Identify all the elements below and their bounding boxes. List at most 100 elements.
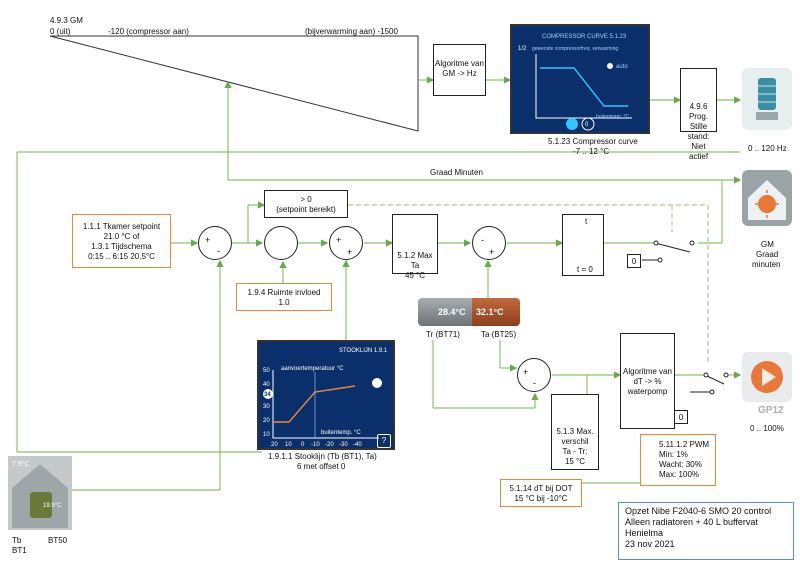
compressor-screen-axis: buitentemp. °C [596,114,630,120]
sum2-plus2: + [347,247,353,257]
prog-line3: Niet actief [688,142,709,161]
sum1-plus: + [205,235,211,245]
info-line3: Henielma [625,528,664,538]
house-sensor: 7.9°C 19.9°C [8,456,72,530]
gp12-label: GP12 [758,405,784,416]
stooklijn-ytick-20: 20 [263,418,270,424]
stooklijn-caption-1: 1.9.1.1 Stooklijn (Tb (BT1), Ta) [268,452,377,461]
gm-compressor-label: -120 (compressor aan) [108,27,189,36]
multiplier-junction [264,226,298,260]
stooklijn-xtick-m20: -20 [325,442,334,448]
ruimte-invloed-box: 1.9.4 Ruimte invloed 1.0 [236,283,332,311]
info-line2: Alleen radiatoren + 40 L buffervat [625,517,758,527]
algoritme-dt-line3: waterpomp [627,387,668,396]
algoritme-dt-line2: dT -> % [633,377,662,386]
compressor-screen-auto: auto [616,64,628,70]
ta-value: 32.1°C [476,307,504,317]
gm-tile [742,170,792,226]
compressor-curve-screen: COMPRESSOR CURVE 5.1.23 1/2 gewenste com… [510,24,650,134]
prog-line1: 4.9.6 Prog. [688,102,709,121]
max-verschil-line3: Ta - Tr: [562,447,588,456]
stooklijn-screen-title: STOOKLIJN 1.9.1 [339,348,388,354]
house-sun-icon [748,180,786,220]
setpoint-line1: 1.1.1 Tkamer setpoint [82,222,161,231]
compressor-caption-2: -7 .. 12 °C [573,147,610,156]
zero-box-2: 0 [674,410,688,424]
hz-range: 0 .. 120 Hz [748,144,787,153]
help-icon[interactable]: ? [377,434,391,448]
stooklijn-xtick-m40: -40 [353,442,362,448]
sum4-minus: - [533,378,536,388]
gm-tile-label2: Graad [756,250,779,259]
info-line1: Opzet Nibe F2040-6 SMO 20 control [625,506,772,516]
house-icon [8,456,72,530]
gp12-range: 0 .. 100% [750,424,784,433]
max-ta-line2: 45 °C [404,271,426,280]
ta-label: Ta (BT25) [481,330,517,339]
prog-line2: Stille stand: [687,122,710,141]
dt-dot-line2: 15 °C bij -10°C [514,494,568,503]
stooklijn-caption-2: 6 met offset 0 [297,462,346,471]
sum-junction-2: + + [329,226,363,260]
pwm-line2: Min: 1% [659,450,688,459]
compressor-screen-title: COMPRESSOR CURVE 5.1.23 [542,34,627,40]
pwm-box: 5.11.1.2 PWM Min: 1% Wacht: 30% Max: 100… [640,434,716,486]
pwm-line4: Max: 100% [659,470,700,479]
ruimte-line1: 1.9.4 Ruimte invloed [247,288,321,297]
stooklijn-marker: 34 [264,392,271,398]
algoritme-gm-box: Algoritme van GM -> Hz [433,44,486,96]
stooklijn-ytick-50: 50 [263,368,270,374]
compressor-tile [742,68,792,130]
setpoint-reached-line1: > 0 [300,195,312,204]
stooklijn-ytick-40: 40 [263,382,270,388]
integrator-box: t t = 0 [562,214,604,276]
stooklijn-xtick-m10: -10 [311,442,320,448]
stooklijn-xtick-20: 20 [271,442,278,448]
prog-box: 4.9.6 Prog. Stille stand: Niet actief [680,68,717,161]
sum-junction-4: + - [517,358,551,392]
dt-dot-box: 5.1.14 dT bij DOT 15 °C bij -10°C [500,479,582,507]
max-verschil-line1: 5.1.3 Max. [556,427,594,436]
graad-minuten-label: Graad Minuten [430,168,483,177]
sum-junction-3: - + [472,226,506,260]
setpoint-reached-line2: (setpoint bereikt) [276,205,336,214]
info-box: Opzet Nibe F2040-6 SMO 20 control Alleen… [618,502,794,560]
pump-icon [751,361,783,393]
setpoint-box: 1.1.1 Tkamer setpoint 21.0 °C of 1.3.1 T… [72,214,171,268]
stooklijn-ytick-10: 10 [263,432,270,438]
setpoint-line4: 0:15 .. 6:15 20.5°C [88,252,155,261]
max-ta-box: 5.1.2 Max Ta 45 °C [392,214,438,280]
compressor-curve-plot [535,54,632,131]
pwm-line1: 5.11.1.2 PWM [659,440,710,449]
stooklijn-xlabel: buitentemp. °C [321,430,361,436]
stooklijn-ytick-30: 30 [263,404,270,410]
tr-value: 28.4°C [438,307,466,317]
sum1-minus: - [217,246,220,256]
algoritme-dt-line1: Algoritme van [623,367,672,376]
integrator-t-bottom: t = 0 [577,265,593,274]
ruimte-line2: 1.0 [278,298,290,307]
stooklijn-xtick-10: 10 [285,442,292,448]
compressor-screen-sub: gewenste compressorfreq. verwarming [532,46,619,52]
gm-tile-label3: minuten [752,260,781,269]
stooklijn-xtick-m30: -30 [339,442,348,448]
sum3-minus: - [481,235,484,245]
compressor-icon [756,78,778,120]
setpoint-line3: 1.3.1 Tijdschema [91,242,152,251]
bt50-label: BT50 [48,536,68,545]
inside-temp: 19.9°C [43,503,62,509]
max-verschil-line2: verschil [561,437,589,446]
stooklijn-ylabel: aanvoertemperatuur °C [281,366,344,372]
dt-dot-line1: 5.1.14 dT bij DOT [509,484,573,493]
tr-display: 28.4°C [418,298,478,326]
sum-junction-1: + - [198,226,232,260]
info-line4: 23 nov 2021 [625,539,675,549]
bt1-label: BT1 [12,546,27,555]
pwm-line3: Wacht: 30% [659,460,702,469]
zero-box-1: 0 [627,254,641,268]
sum3-plus: + [489,247,495,257]
max-ta-line1: 5.1.2 Max Ta [397,251,433,270]
ta-display: 32.1°C [472,298,520,326]
compressor-caption-1: 5.1.23 Compressor curve [548,137,638,146]
outside-temp: 7.9°C [12,461,30,468]
